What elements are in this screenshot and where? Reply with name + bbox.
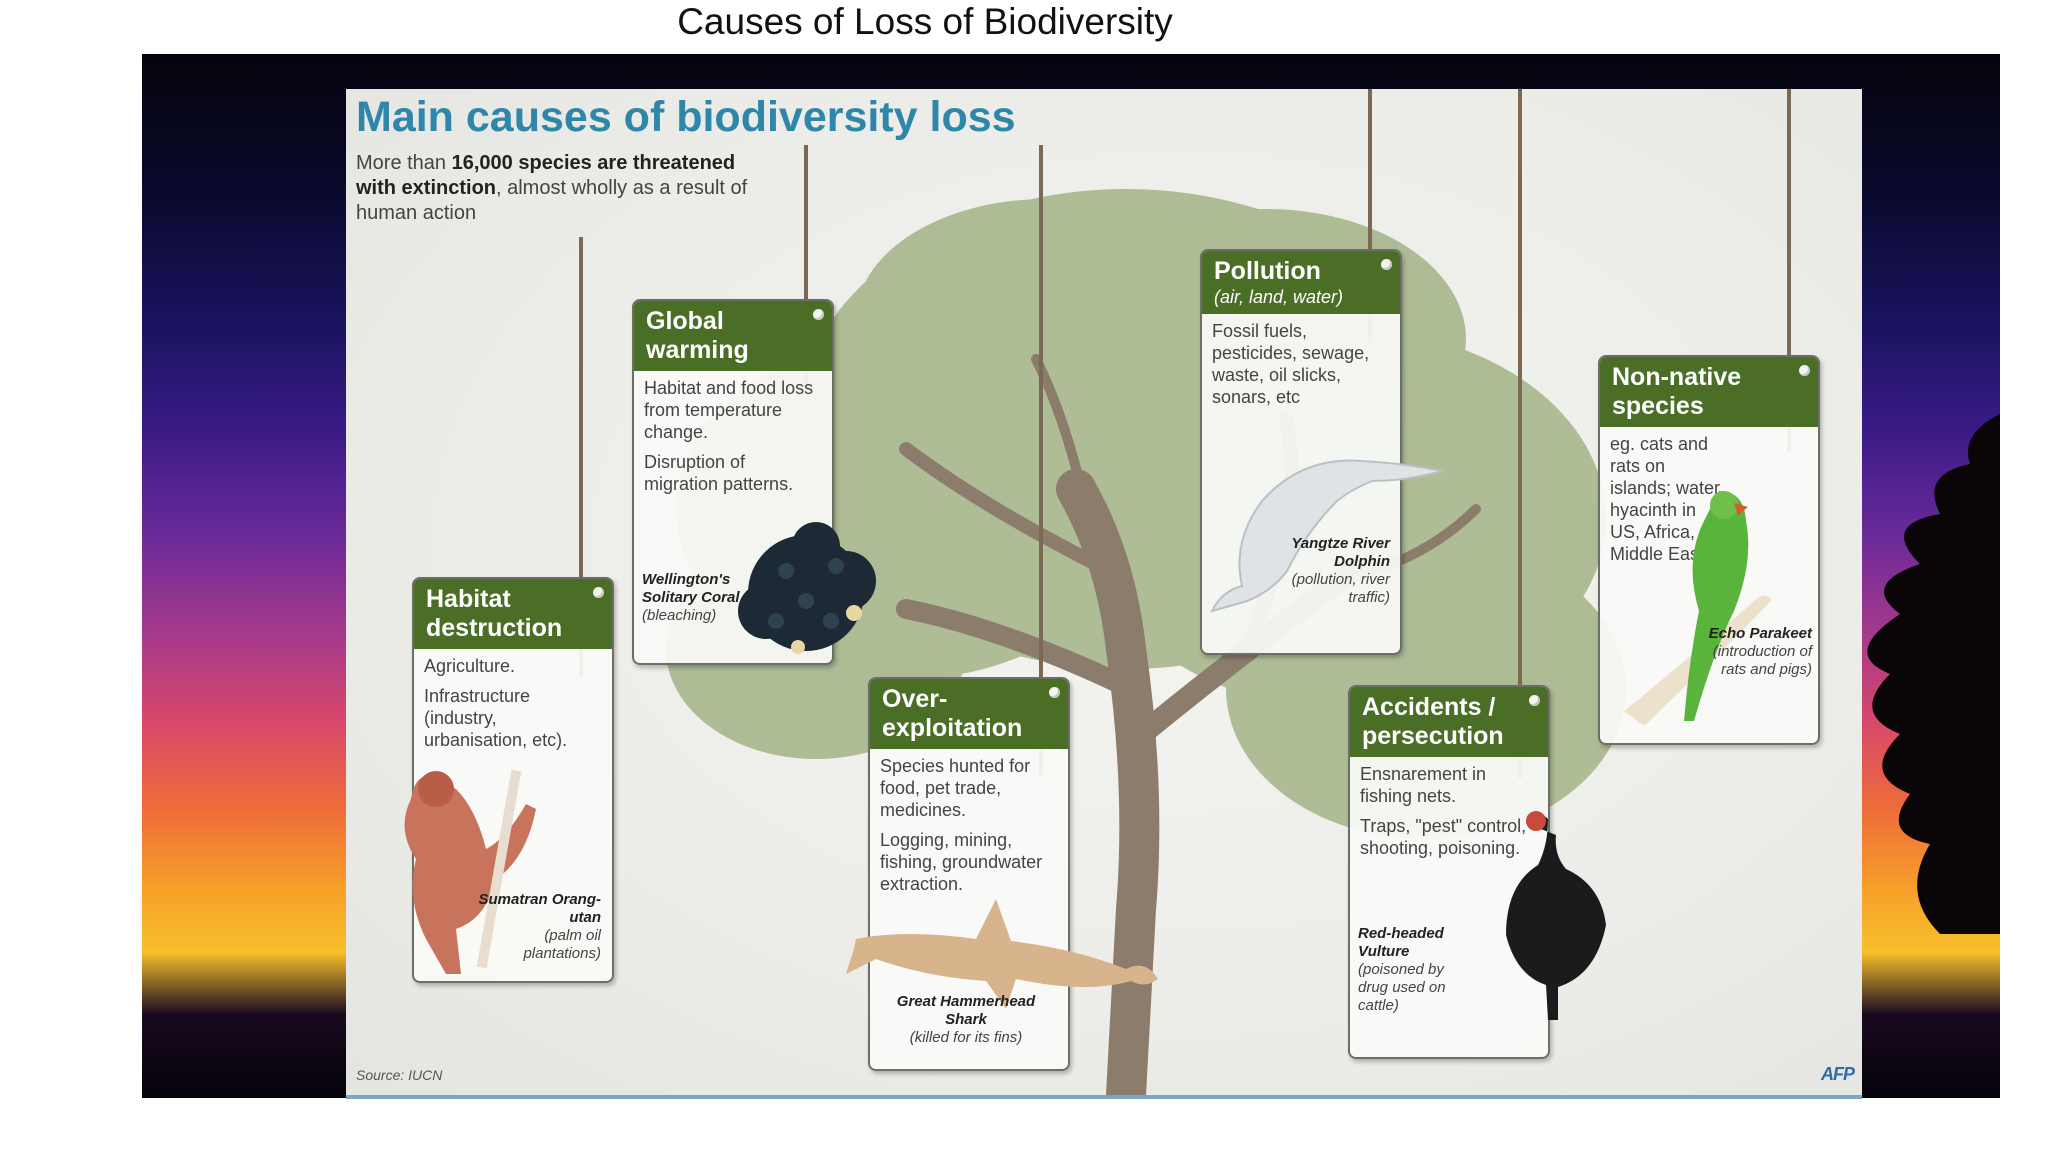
card-text: Infrastructure (industry, urbanisation, …: [424, 686, 568, 750]
card-subtitle: (air, land, water): [1214, 287, 1344, 307]
species-name: Great Hammerhead Shark: [896, 993, 1036, 1028]
card-text: Habitat and food loss from temperature c…: [644, 378, 814, 442]
card-string: [1039, 145, 1043, 775]
orangutan-icon: [404, 769, 536, 974]
species-reason: (palm oil plantations): [523, 927, 601, 962]
cause-card-pollution: Pollution(air, land, water) Fossil fuels…: [1200, 249, 1402, 655]
hook-icon: [593, 587, 604, 598]
species-caption-overexploitation: Great Hammerhead Shark (killed for its f…: [876, 993, 1056, 1047]
species-caption-nonnative: Echo Parakeet (introduction of rats and …: [1702, 625, 1812, 679]
slide-title: Causes of Loss of Biodiversity: [677, 1, 1173, 42]
card-string: [1368, 89, 1372, 343]
card-text: eg. cats and rats on islands; water hyac…: [1610, 434, 1721, 564]
cause-card-warming: Global warming Habitat and food loss fro…: [632, 299, 834, 665]
card-title: Habitat destruction: [426, 585, 563, 642]
card-text: Fossil fuels, pesticides, sewage, waste,…: [1212, 321, 1370, 407]
species-name: Yangtze River Dolphin: [1291, 535, 1390, 570]
cause-card-overexploitation: Over-exploitation Species hunted for foo…: [868, 677, 1070, 1071]
card-text: Species hunted for food, pet trade, medi…: [880, 756, 1031, 820]
species-name: Echo Parakeet: [1708, 625, 1812, 642]
species-name: Sumatran Orang-utan: [478, 891, 601, 926]
hook-icon: [1799, 365, 1810, 376]
species-name: Wellington's Solitary Coral: [642, 571, 740, 606]
species-reason: (killed for its fins): [909, 1029, 1023, 1046]
intro-lead: More than: [356, 152, 447, 174]
coral-icon: [738, 522, 876, 654]
species-reason: (introduction of rats and pigs): [1712, 643, 1812, 678]
intro-rest: , almost wholly as a result of human act…: [356, 177, 748, 224]
species-name: Red-headed Vulture: [1358, 925, 1444, 960]
tree-silhouette-icon: [1867, 414, 2000, 934]
card-text: Logging, mining, fishing, groundwater ex…: [880, 830, 1043, 894]
card-text: Agriculture.: [424, 656, 516, 676]
species-reason: (bleaching): [642, 607, 717, 624]
intro-bold: 16,000 species are threatened with extin…: [356, 152, 736, 199]
hook-icon: [1049, 687, 1060, 698]
infographic-poster: Main causes of biodiversity loss More th…: [346, 89, 1862, 1099]
hook-icon: [1381, 259, 1392, 270]
shark-icon: [846, 899, 1158, 1009]
card-text: Ensnarement in fishing nets.: [1360, 764, 1487, 806]
poster-intro: More than 16,000 species are threatened …: [356, 151, 756, 226]
hook-icon: [813, 309, 824, 320]
species-caption-accidents: Red-headed Vulture (poisoned by drug use…: [1358, 925, 1478, 1015]
vulture-icon: [1506, 811, 1606, 1020]
card-title: Accidents / persecution: [1362, 693, 1504, 750]
afp-logo: AFP: [1821, 1064, 1855, 1084]
source-note: Source: IUCN: [356, 1067, 443, 1083]
card-title: Non-native species: [1612, 363, 1742, 420]
card-string: [804, 145, 808, 391]
card-string: [579, 237, 583, 677]
card-title: Over-exploitation: [882, 685, 1023, 742]
card-text: Traps, "pest" control, shooting, poisoni…: [1360, 816, 1527, 858]
poster-title: Main causes of biodiversity loss: [356, 93, 1016, 141]
hook-icon: [1529, 695, 1540, 706]
species-caption-warming: Wellington's Solitary Coral (bleaching): [642, 571, 742, 625]
species-reason: (poisoned by drug used on cattle): [1358, 961, 1446, 1014]
cause-card-accidents: Accidents / persecution Ensnarement in f…: [1348, 685, 1550, 1059]
species-reason: (pollution, river traffic): [1291, 571, 1390, 606]
species-caption-habitat: Sumatran Orang-utan (palm oil plantation…: [476, 891, 601, 963]
card-string: [1787, 89, 1791, 451]
parakeet-icon: [1624, 491, 1772, 726]
card-string: [1518, 89, 1522, 779]
card-text: Disruption of migration patterns.: [644, 452, 794, 494]
card-title: Global warming: [646, 307, 749, 364]
card-title: Pollution: [1214, 257, 1321, 285]
species-caption-pollution: Yangtze River Dolphin (pollution, river …: [1262, 535, 1390, 607]
dolphin-icon: [1210, 459, 1443, 613]
